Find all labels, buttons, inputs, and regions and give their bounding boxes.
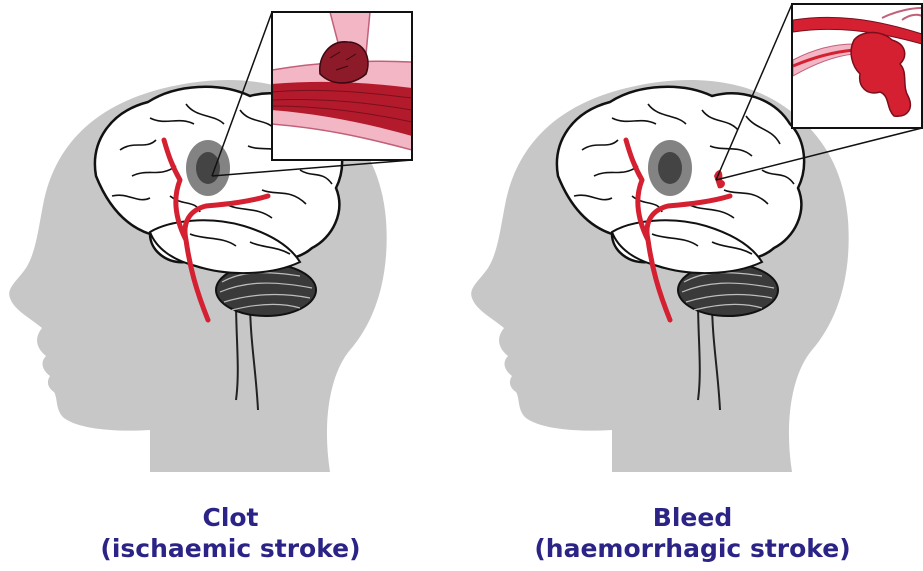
- clot-inset: [272, 12, 412, 160]
- panel-subtitle: (ischaemic stroke): [0, 533, 461, 565]
- panel-clot: Clot (ischaemic stroke): [0, 0, 461, 571]
- panel-bleed: Bleed (haemorrhagic stroke): [462, 0, 923, 571]
- panel-title: Clot: [0, 502, 461, 534]
- bleed-illustration: [462, 0, 923, 500]
- panel-title: Bleed: [462, 502, 923, 534]
- bleed-inset: [792, 4, 922, 128]
- panel-subtitle: (haemorrhagic stroke): [462, 533, 923, 565]
- clot-illustration: [0, 0, 461, 500]
